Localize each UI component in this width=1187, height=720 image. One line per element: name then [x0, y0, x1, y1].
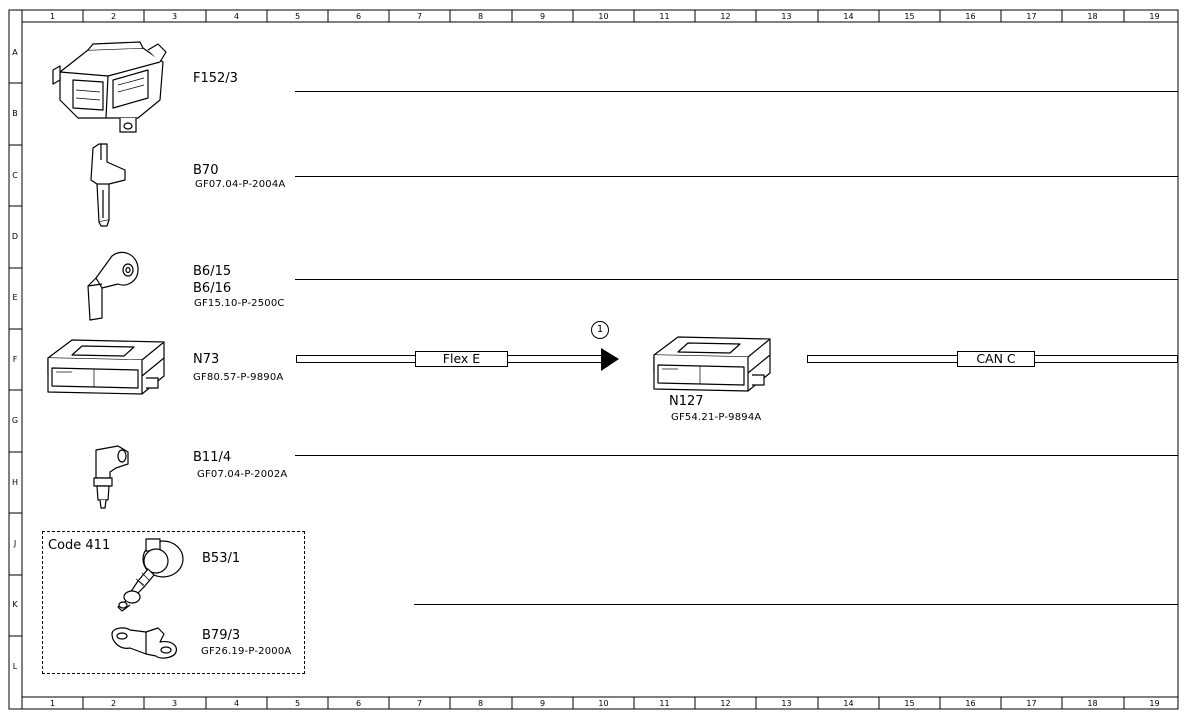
flex-e-label: Flex E	[415, 351, 508, 367]
grid-column-label: 11	[659, 12, 670, 21]
position-sensor-icon	[117, 538, 184, 612]
grid-column-label: 14	[843, 699, 854, 708]
grid-row-label: L	[12, 662, 18, 671]
callout-marker: 1	[591, 321, 609, 339]
b6-15-reference: GF15.10-P-2500C	[194, 298, 285, 309]
b53-1-designation: B53/1	[202, 551, 241, 566]
grid-column-label: 5	[294, 699, 301, 708]
flex-e-arrow-icon	[601, 348, 619, 371]
b11-4-designation: B11/4	[193, 450, 232, 465]
grid-column-label: 19	[1149, 699, 1160, 708]
grid-row-label: K	[12, 600, 18, 609]
grid-column-label: 16	[965, 699, 976, 708]
grid-column-label: 2	[110, 699, 117, 708]
grid-row-label: D	[11, 232, 19, 241]
grid-column-label: 12	[720, 12, 731, 21]
b70-wire	[295, 176, 1178, 177]
fuse-relay-module-icon	[52, 41, 167, 133]
grid-column-label: 3	[171, 12, 178, 21]
n127-designation: N127	[669, 394, 704, 409]
b70-designation: B70	[193, 163, 219, 178]
b70-reference: GF07.04-P-2004A	[195, 179, 286, 190]
grid-column-label: 5	[294, 12, 301, 21]
b53-1-wire	[414, 604, 1178, 605]
grid-row-label: A	[12, 48, 18, 57]
grid-column-label: 18	[1087, 699, 1098, 708]
f152-3-wire	[295, 91, 1178, 92]
grid-row-label: G	[11, 416, 19, 425]
grid-row-label: E	[12, 293, 18, 302]
grid-row-label: F	[12, 355, 18, 364]
grid-column-label: 9	[539, 699, 546, 708]
grid-column-label: 12	[720, 699, 731, 708]
n73-designation: N73	[193, 352, 220, 367]
grid-column-label: 4	[233, 12, 240, 21]
grid-column-label: 17	[1026, 699, 1037, 708]
grid-column-label: 1	[49, 699, 56, 708]
grid-column-label: 8	[477, 699, 484, 708]
b11-4-wire	[295, 455, 1178, 456]
bracket-sensor-icon	[111, 627, 177, 659]
grid-column-label: 7	[416, 12, 423, 21]
grid-column-label: 18	[1087, 12, 1098, 21]
b79-3-reference: GF26.19-P-2000A	[201, 646, 292, 657]
crankshaft-sensor-icon	[90, 143, 126, 227]
grid-row-label: J	[13, 539, 17, 548]
f152-3-designation: F152/3	[193, 71, 238, 86]
grid-row-label: C	[12, 171, 18, 180]
grid-column-label: 6	[355, 699, 362, 708]
grid-row-label: H	[11, 478, 18, 487]
grid-column-label: 14	[843, 12, 854, 21]
grid-column-label: 11	[659, 699, 670, 708]
b6-15-designation: B6/15	[193, 264, 232, 279]
n127-reference: GF54.21-P-9894A	[671, 412, 762, 423]
control-unit-n127-icon	[653, 336, 771, 392]
grid-column-label: 6	[355, 12, 362, 21]
grid-column-label: 17	[1026, 12, 1037, 21]
grid-column-label: 1	[49, 12, 56, 21]
grid-column-label: 13	[781, 699, 792, 708]
grid-column-label: 15	[904, 12, 915, 21]
grid-column-label: 7	[416, 699, 423, 708]
grid-column-label: 15	[904, 699, 915, 708]
n73-reference: GF80.57-P-9890A	[193, 372, 284, 383]
grid-column-label: 3	[171, 699, 178, 708]
b6-15-wire	[295, 279, 1178, 280]
b6-16-designation: B6/16	[193, 281, 232, 296]
grid-column-label: 16	[965, 12, 976, 21]
grid-column-label: 13	[781, 12, 792, 21]
control-unit-n73-icon	[47, 339, 165, 395]
grid-column-label: 8	[477, 12, 484, 21]
grid-column-label: 2	[110, 12, 117, 21]
coolant-temp-sensor-icon	[93, 445, 129, 509]
grid-column-label: 9	[539, 12, 546, 21]
code-411-label: Code 411	[48, 538, 111, 553]
b11-4-reference: GF07.04-P-2002A	[197, 469, 288, 480]
can-c-label: CAN C	[957, 351, 1035, 367]
camshaft-sensor-icon	[87, 251, 139, 321]
code-411-box	[42, 531, 305, 674]
grid-column-label: 19	[1149, 12, 1160, 21]
grid-row-label: B	[12, 109, 18, 118]
grid-column-label: 10	[598, 699, 609, 708]
b79-3-designation: B79/3	[202, 628, 241, 643]
grid-column-label: 10	[598, 12, 609, 21]
grid-column-label: 4	[233, 699, 240, 708]
